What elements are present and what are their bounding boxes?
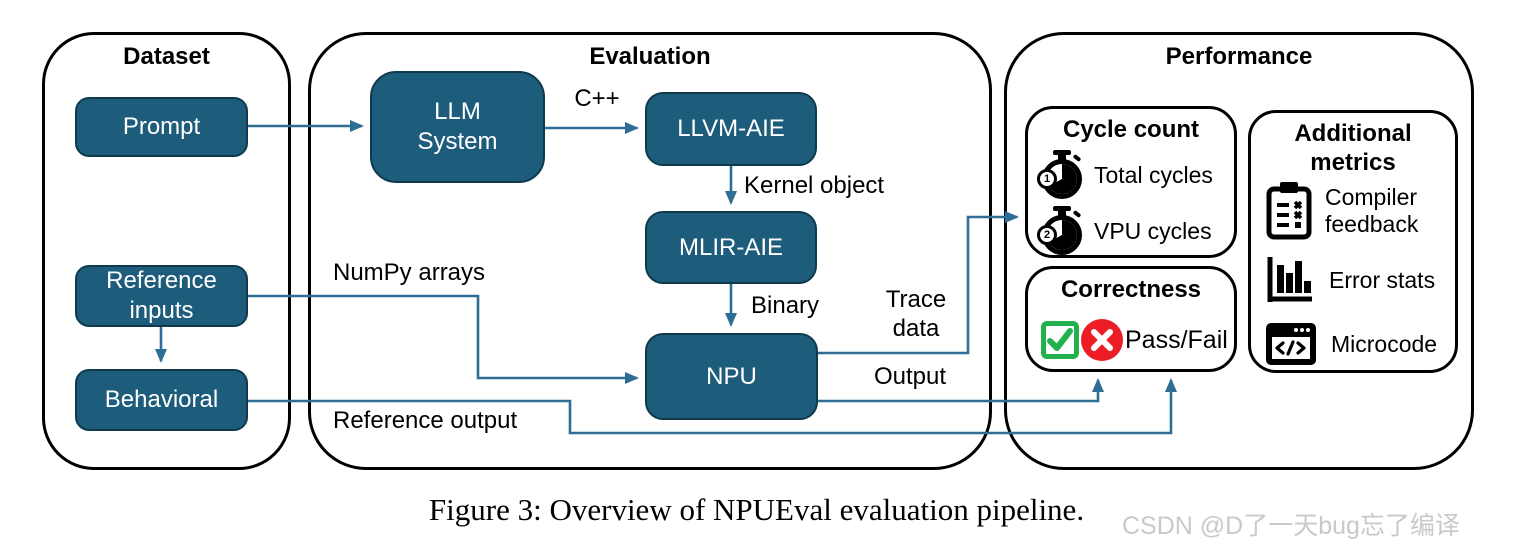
cpp-label: C++ (574, 85, 620, 112)
stopwatch-2-badge: 2 (1037, 225, 1057, 245)
performance-panel-title: Performance (1165, 43, 1313, 70)
additional-metrics-title: Additional metrics (1294, 120, 1412, 176)
kernel-object-label: Kernel object (744, 172, 885, 199)
csdn-watermark: CSDN @D了一天bug忘了编译 (1122, 512, 1460, 540)
pass-checkbox-icon (1041, 321, 1079, 359)
numpy-arrays-label: NumPy arrays (333, 259, 486, 286)
output-label: Output (874, 363, 947, 390)
total-cycles-row: 1 Total cycles (1037, 149, 1213, 201)
figure-caption: Figure 3: Overview of NPUEval evaluation… (428, 492, 1085, 527)
clipboard-icon (1266, 182, 1312, 240)
dataset-panel-title: Dataset (123, 43, 210, 70)
vpu-cycles-label: VPU cycles (1094, 217, 1212, 244)
bar-chart-icon (1267, 257, 1312, 302)
reference-output-label: Reference output (333, 407, 518, 434)
npu-node: NPU (645, 333, 818, 420)
compiler-feedback-row: Compiler feedback (1265, 179, 1418, 243)
total-cycles-label: Total cycles (1094, 161, 1213, 188)
mlir-aie-node: MLIR-AIE (645, 211, 817, 284)
error-stats-row: Error stats (1265, 255, 1435, 305)
prompt-node: Prompt (75, 97, 248, 157)
microcode-label: Microcode (1331, 330, 1438, 357)
stopwatch-2-icon: 2 (1037, 206, 1086, 256)
code-window-icon (1266, 323, 1316, 365)
cycle-count-title: Cycle count (1062, 116, 1200, 143)
additional-metrics-box: Additional metrics Compiler feedback (1248, 110, 1458, 373)
correctness-box: Correctness Pass/Fail (1025, 266, 1237, 372)
llm-system-node: LLM System (370, 71, 545, 183)
fail-circle-icon (1081, 319, 1123, 361)
cycle-count-box: Cycle count 1 Total cycles 2 VPU cycles (1025, 106, 1237, 258)
compiler-feedback-label: Compiler feedback (1325, 184, 1419, 237)
microcode-row: Microcode (1265, 321, 1437, 367)
stopwatch-1-icon: 1 (1037, 150, 1086, 200)
pass-fail-label: Pass/Fail (1125, 325, 1228, 354)
evaluation-panel-title: Evaluation (589, 43, 711, 70)
behavioral-node: Behavioral (75, 369, 248, 431)
correctness-title: Correctness (1060, 276, 1202, 303)
binary-label: Binary (751, 292, 820, 319)
llvm-aie-node: LLVM-AIE (645, 92, 817, 166)
stopwatch-1-badge: 1 (1037, 169, 1057, 189)
error-stats-label: Error stats (1329, 266, 1436, 293)
vpu-cycles-row: 2 VPU cycles (1037, 205, 1212, 257)
reference-inputs-node: Reference inputs (75, 265, 248, 327)
trace-data-label: Trace data (885, 286, 947, 342)
pass-fail-row: Pass/Fail (1041, 317, 1228, 363)
